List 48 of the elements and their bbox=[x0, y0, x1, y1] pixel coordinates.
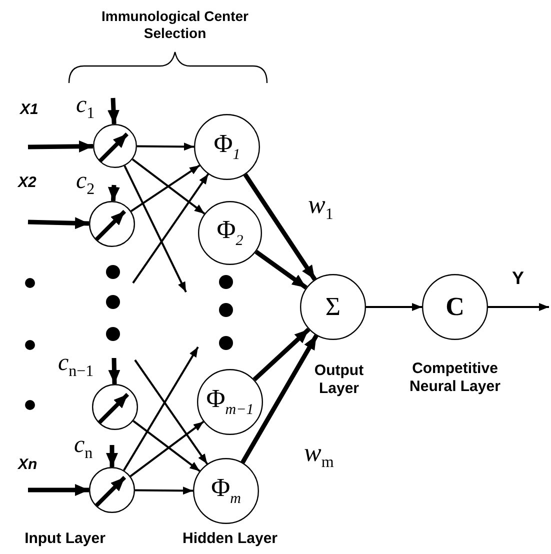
arrow bbox=[132, 420, 200, 472]
arrow bbox=[106, 445, 118, 467]
arrow bbox=[130, 420, 204, 478]
arrow bbox=[254, 250, 308, 290]
heading: Immunological Center Selection bbox=[100, 8, 250, 42]
arrow bbox=[488, 303, 549, 311]
neuron-node bbox=[422, 274, 488, 340]
layer-label: Hidden Layer bbox=[181, 530, 279, 548]
arrow bbox=[243, 173, 317, 281]
adjustable-weight-node bbox=[89, 467, 135, 513]
arrow bbox=[132, 174, 210, 284]
arrow bbox=[108, 184, 120, 202]
layer-label: c$_{n}$ bbox=[74, 432, 94, 463]
arrow bbox=[366, 303, 422, 311]
node-label: Φ$_{2}$ bbox=[216, 217, 244, 249]
node-label: Φ$_{1}$ bbox=[212, 131, 242, 163]
node-label: Φ$_{m}$ bbox=[210, 475, 242, 507]
adjustable-weight-node bbox=[93, 124, 137, 168]
adjustable-weight-node bbox=[89, 201, 135, 247]
layer-label: c$_{n−1}$ bbox=[58, 350, 95, 381]
layer-label: c$_{1}$ bbox=[76, 92, 96, 123]
node-label: Φ$_{m−1}$ bbox=[205, 386, 255, 418]
node-label: Σ bbox=[324, 294, 342, 320]
arrow bbox=[28, 140, 94, 152]
node-label: C bbox=[444, 294, 466, 320]
arrow bbox=[28, 217, 90, 230]
arrow bbox=[134, 486, 194, 495]
arrow bbox=[108, 358, 120, 384]
arrow bbox=[134, 359, 208, 464]
arrow bbox=[132, 158, 206, 214]
layer-label: Input Layer bbox=[24, 530, 106, 548]
neuron-node bbox=[194, 114, 260, 180]
neuron-node bbox=[300, 274, 366, 340]
layer-label: Competitive Neural Layer bbox=[408, 360, 502, 396]
layer-label: Output Layer bbox=[313, 362, 365, 398]
neuron-node bbox=[198, 201, 262, 265]
arrow bbox=[136, 142, 194, 151]
arrow bbox=[123, 346, 199, 471]
adjustable-weight-node bbox=[92, 384, 138, 430]
arrow bbox=[124, 165, 187, 292]
arrow bbox=[130, 164, 200, 212]
arrow bbox=[28, 484, 89, 496]
arrow bbox=[240, 334, 318, 464]
arrow bbox=[108, 98, 120, 124]
layer-label: c$_{2}$ bbox=[76, 168, 96, 199]
neuron-node bbox=[197, 369, 263, 435]
neuron-node bbox=[193, 458, 259, 524]
arrow bbox=[252, 328, 310, 382]
